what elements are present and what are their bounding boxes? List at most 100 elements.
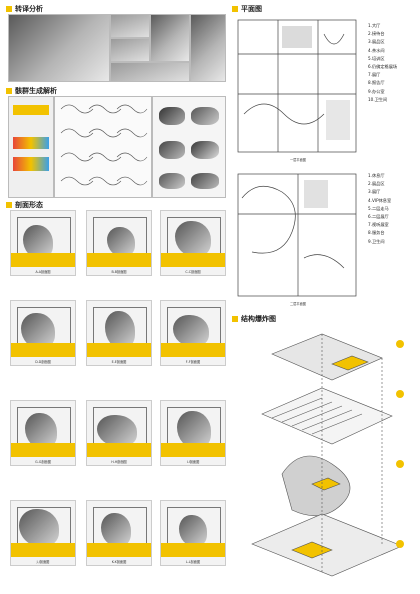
section-card-d: D-D剖面图	[10, 300, 76, 366]
section-label: A-A剖面图	[35, 270, 51, 274]
process-strip	[13, 105, 49, 115]
translation-title: 转译分析	[6, 4, 43, 14]
title-marker-icon	[6, 6, 12, 12]
exploded-drawing	[251, 333, 404, 577]
plan-2: 二层平面图	[234, 168, 362, 308]
plan-2-caption: 二层平面图	[290, 302, 306, 306]
ground-band	[11, 253, 75, 267]
legend-item: 5.培训区	[368, 55, 385, 61]
ground-band	[11, 543, 75, 557]
section-card-j: J-J剖面图	[10, 500, 76, 566]
legend-item: 4.VIP休息室	[368, 197, 392, 203]
ground-band	[11, 443, 75, 457]
section-card-g: G-G剖面图	[10, 400, 76, 466]
legend-item: 2.展品区	[368, 181, 385, 187]
title-marker-icon	[232, 316, 238, 322]
section-card-f: F-F剖面图	[160, 300, 226, 366]
plan-1-drawing	[237, 19, 357, 153]
plan-2-legend: 1.休息厅 2.展品区 3.展厅 4.VIP休息室 5.二层走马 6.二层展厅 …	[368, 172, 391, 246]
translation-render-3	[110, 38, 150, 62]
section-label: C-C剖面图	[185, 270, 201, 274]
bone-form	[107, 227, 135, 257]
section-label: G-G剖面图	[35, 460, 51, 464]
legend-item: 4.茶水间	[368, 47, 385, 53]
bone-model-4	[191, 141, 219, 159]
bone-form	[101, 513, 131, 547]
legend-item: 3.展厅	[368, 189, 381, 195]
ground-band	[87, 543, 151, 557]
bone-model-6	[191, 173, 219, 189]
legend-item: 1.休息厅	[368, 173, 385, 178]
legend-item: 8.报告厅	[368, 80, 385, 86]
ground-band	[87, 443, 151, 457]
translation-render-5	[110, 62, 190, 82]
bone-model-3	[159, 141, 185, 159]
plan-1-legend: 1.大厅 2.接待台 3.展品区 4.茶水间 5.培训区 6.仍佛定格展场 7.…	[368, 22, 397, 104]
translation-render-2	[110, 14, 150, 38]
bone-form	[177, 411, 211, 449]
ground-band	[87, 253, 151, 267]
section-card-b: B-B剖面图	[86, 210, 152, 276]
legend-item: 9.卫生间	[368, 238, 385, 244]
structure-title: 结构爆炸图	[232, 314, 276, 324]
legend-item: 1.大厅	[368, 23, 381, 28]
legend-item: 7.展厅	[368, 72, 381, 78]
section-label: L-L剖面图	[185, 560, 201, 564]
bone-title: 骸群生成解析	[6, 86, 57, 96]
section-label: D-D剖面图	[35, 360, 51, 364]
legend-item: 9.办公室	[368, 88, 385, 94]
bone-sketches	[60, 104, 148, 186]
translation-render-6	[190, 14, 226, 82]
legend-item: 6.仍佛定格展场	[368, 64, 398, 70]
plan-1-caption: 一层平面图	[290, 158, 306, 162]
translation-render-main	[8, 14, 110, 82]
ground-band	[87, 343, 151, 357]
legend-item: 10.卫生间	[368, 96, 388, 102]
analysis-heatmap-2	[13, 157, 49, 171]
section-title: 剖面形态	[6, 200, 43, 210]
title-marker-icon	[6, 202, 12, 208]
bone-form	[19, 509, 59, 547]
bone-model-5	[159, 173, 185, 189]
translation-render-4	[150, 14, 190, 62]
ground-band	[161, 443, 225, 457]
exploded-axonometric	[232, 324, 416, 590]
ground-band	[161, 253, 225, 267]
bone-process-panel	[8, 96, 54, 198]
legend-item: 7.视听展室	[368, 222, 389, 228]
plan-title: 平面图	[232, 4, 262, 14]
ground-band	[161, 543, 225, 557]
section-label: H-H剖面图	[111, 460, 127, 464]
section-label: F-F剖面图	[185, 360, 201, 364]
legend-item: 8.服务台	[368, 230, 385, 236]
legend-item: 2.接待台	[368, 31, 385, 37]
section-card-e: E-E剖面图	[86, 300, 152, 366]
section-label: J-J剖面图	[36, 560, 50, 564]
plan-1: 一层平面图	[234, 14, 362, 164]
section-label: E-E剖面图	[111, 360, 127, 364]
bone-form	[105, 311, 135, 349]
bone-form	[97, 415, 137, 447]
bone-models	[152, 96, 226, 198]
section-card-c: C-C剖面图	[160, 210, 226, 276]
ground-band	[11, 343, 75, 357]
bone-form	[175, 221, 211, 257]
legend-item: 6.二层展厅	[368, 214, 389, 220]
section-card-a: A-A剖面图	[10, 210, 76, 276]
section-label: K-K剖面图	[111, 560, 127, 564]
section-card-k: K-K剖面图	[86, 500, 152, 566]
title-marker-icon	[6, 88, 12, 94]
section-card-l: L-L剖面图	[160, 500, 226, 566]
section-card-h: H-H剖面图	[86, 400, 152, 466]
bone-form	[173, 315, 209, 347]
title-marker-icon	[232, 6, 238, 12]
analysis-heatmap	[13, 137, 49, 149]
legend-item: 3.展品区	[368, 39, 385, 45]
section-label: B-B剖面图	[111, 270, 127, 274]
section-label: I-I剖面图	[186, 460, 200, 464]
bone-form	[179, 515, 207, 547]
bone-diagram-grid	[54, 96, 152, 198]
bone-model-2	[191, 107, 219, 125]
plan-2-drawing	[237, 173, 357, 297]
bone-model-1	[159, 107, 185, 125]
